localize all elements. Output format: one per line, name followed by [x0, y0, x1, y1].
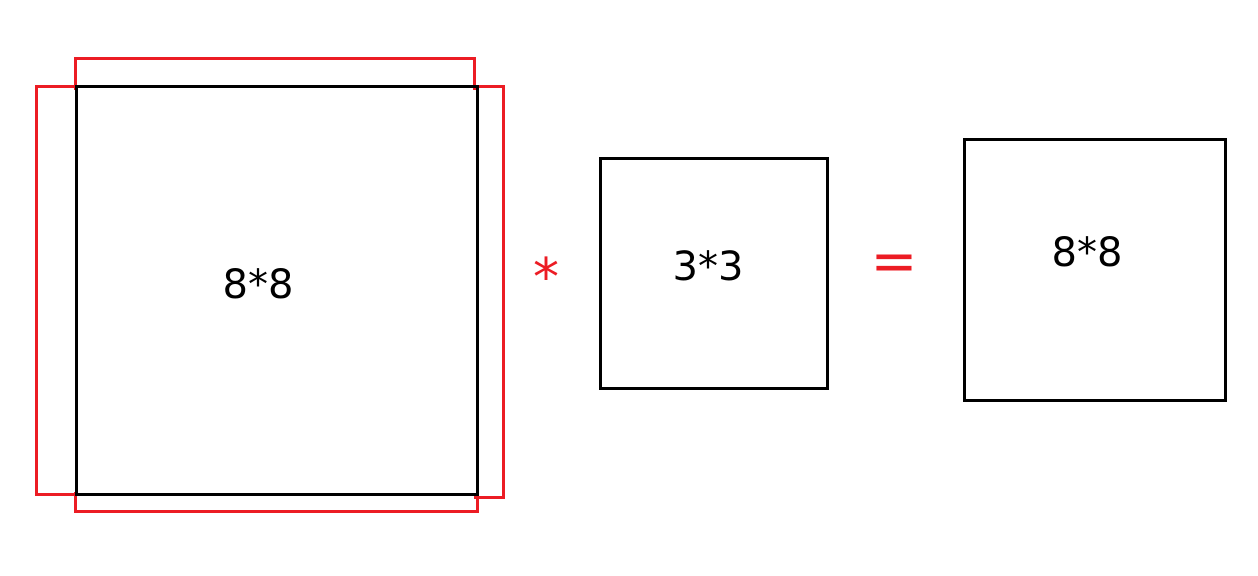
equals-operator: =: [870, 229, 918, 294]
multiply-operator: *: [533, 248, 559, 308]
output-matrix-box: [963, 138, 1227, 402]
kernel-matrix-box: [599, 157, 829, 390]
padding-bottom-outline: [74, 492, 479, 513]
padding-left-outline: [35, 85, 78, 496]
input-matrix-box: [75, 85, 479, 496]
padding-top-outline: [74, 57, 476, 90]
output-matrix-label: 8*8: [1051, 230, 1123, 276]
kernel-matrix-label: 3*3: [672, 244, 744, 290]
padding-right-outline: [474, 85, 505, 499]
input-matrix-label: 8*8: [222, 262, 294, 308]
